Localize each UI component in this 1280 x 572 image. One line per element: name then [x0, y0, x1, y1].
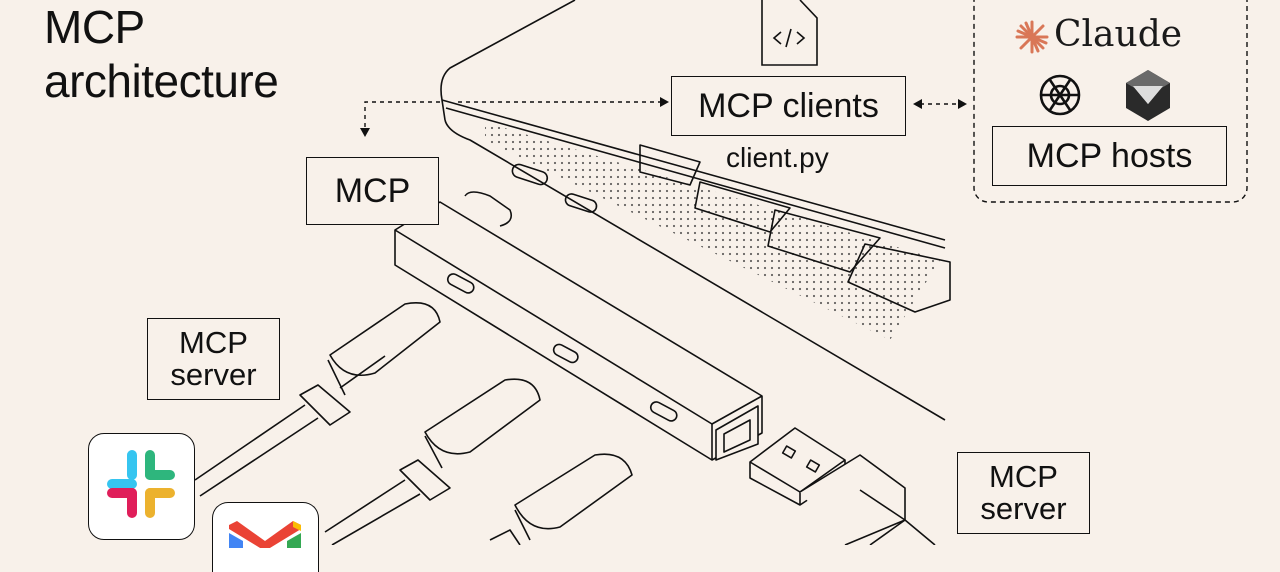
arrowheads — [360, 97, 967, 137]
title-line-1: MCP — [44, 1, 145, 53]
mcp-hub-box: MCP — [306, 157, 439, 225]
mcp-server-right-line1: MCP — [989, 459, 1058, 494]
line-art — [194, 0, 1248, 545]
mcp-hosts-box: MCP hosts — [992, 126, 1227, 186]
hosts-group-border — [973, 0, 1248, 203]
mcp-server-right-box: MCP server — [957, 452, 1090, 534]
slack-icon — [88, 433, 195, 540]
gemini-cube-icon — [1126, 70, 1170, 121]
mcp-clients-box: MCP clients — [671, 76, 906, 136]
mcp-clients-label: MCP clients — [698, 87, 879, 125]
diagram-title: MCP architecture — [44, 0, 279, 108]
code-file-icon — [761, 0, 818, 66]
mcp-server-right-line2: server — [980, 491, 1067, 526]
claude-wordmark: Claude — [1054, 14, 1183, 55]
title-line-2: architecture — [44, 55, 279, 107]
mcp-server-left-box: MCP server — [147, 318, 280, 400]
gmail-icon — [212, 502, 319, 572]
usb-c-cables — [194, 302, 633, 545]
usb-hub — [394, 191, 763, 461]
mcp-server-left-line2: server — [170, 357, 257, 392]
mcp-hosts-label: MCP hosts — [1026, 137, 1193, 175]
claude-sunburst-icon — [1015, 20, 1049, 54]
architecture-diagram: MCP architecture MCP clients client.py C… — [44, 0, 1248, 572]
mcp-hub-label: MCP — [334, 172, 411, 210]
laptop — [440, 0, 951, 421]
openai-icon — [1039, 74, 1081, 116]
usb-a-plug — [749, 427, 936, 545]
claude-logo: Claude — [1012, 14, 1182, 55]
dashed-connectors — [364, 101, 960, 128]
mcp-server-left-line1: MCP — [179, 325, 248, 360]
client-file-label: client.py — [726, 142, 829, 173]
